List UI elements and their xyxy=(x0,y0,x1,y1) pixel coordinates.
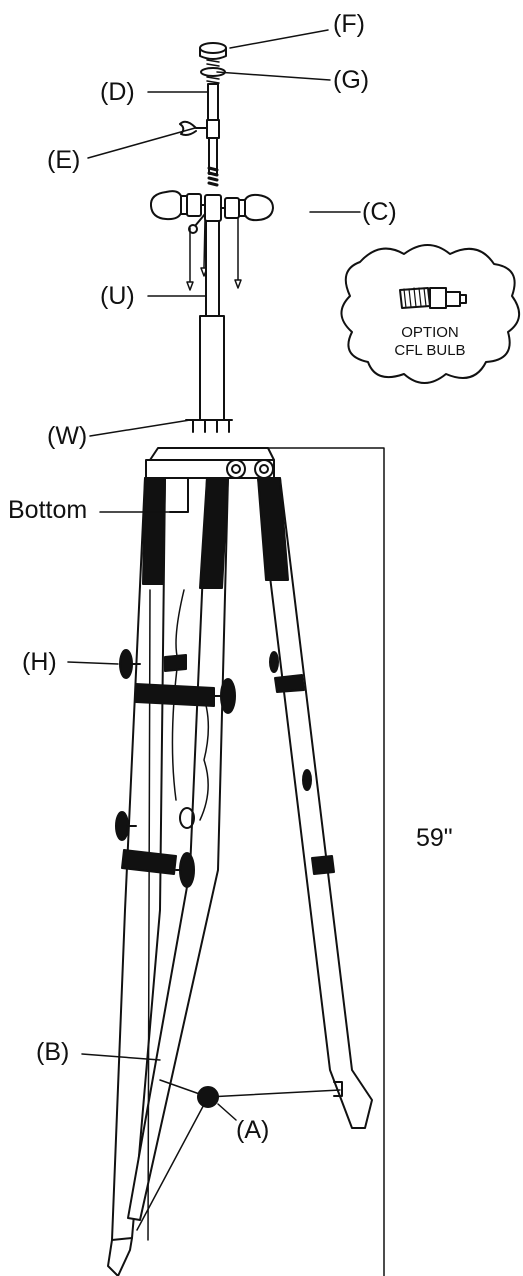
upright-u xyxy=(185,220,233,433)
label-g: (G) xyxy=(333,66,370,94)
label-d: (D) xyxy=(100,78,135,106)
cfl-callout xyxy=(340,244,520,384)
label-c: (C) xyxy=(362,198,397,226)
cfl-bulb-icon xyxy=(399,287,467,309)
incandescent-bulb-icon xyxy=(149,190,206,221)
rod-d xyxy=(179,83,220,187)
label-w: (W) xyxy=(47,422,88,450)
incandescent-bulb-icon xyxy=(220,193,274,222)
finial-assembly xyxy=(199,42,227,84)
label-bottom: Bottom xyxy=(8,496,88,524)
label-b: (B) xyxy=(36,1038,70,1066)
callout-line-1: OPTION xyxy=(401,324,459,341)
leader-lines xyxy=(67,29,361,1121)
label-f: (F) xyxy=(333,10,365,38)
label-e: (E) xyxy=(47,146,81,174)
leg-clamp-knob-icon xyxy=(115,649,312,888)
label-height: 59" xyxy=(416,824,453,852)
callout-line-2: CFL BULB xyxy=(394,342,466,359)
tripod xyxy=(107,447,373,1276)
label-u: (U) xyxy=(100,282,135,310)
label-h: (H) xyxy=(22,648,57,676)
label-a: (A) xyxy=(236,1116,270,1144)
height-bracket xyxy=(267,447,385,1276)
